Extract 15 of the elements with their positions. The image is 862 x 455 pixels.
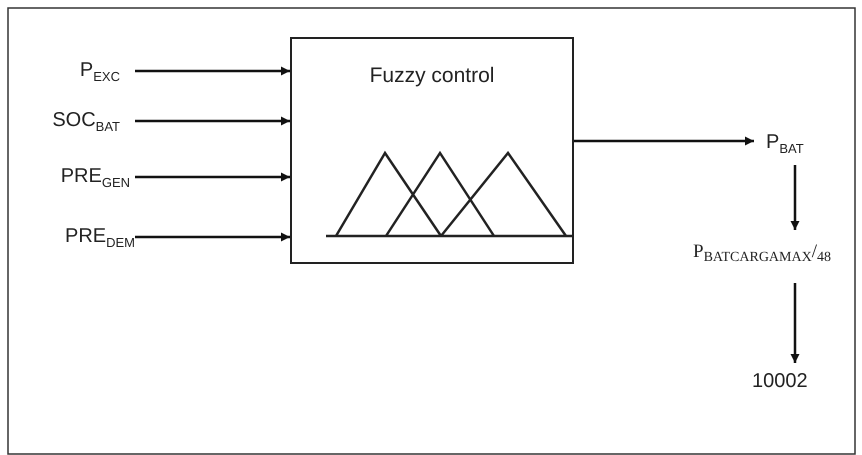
output-label: 10002 <box>752 371 808 391</box>
arrow <box>790 283 800 363</box>
input-label: PRE$_{DEM}$ <box>64 226 135 249</box>
arrow <box>135 232 290 242</box>
arrow <box>790 165 800 230</box>
output-label: P$_{BAT}$ <box>766 132 804 155</box>
fuzzy-control-block <box>290 37 574 264</box>
input-label: SOC$_{BAT}$ <box>52 110 120 133</box>
arrow <box>135 172 290 182</box>
arrow <box>574 136 754 146</box>
block-title: Fuzzy control <box>368 65 496 86</box>
input-label: P$_{EXC}$ <box>80 60 120 83</box>
arrow <box>135 66 290 76</box>
arrow <box>135 116 290 126</box>
input-label: PRE$_{GEN}$ <box>60 166 130 189</box>
